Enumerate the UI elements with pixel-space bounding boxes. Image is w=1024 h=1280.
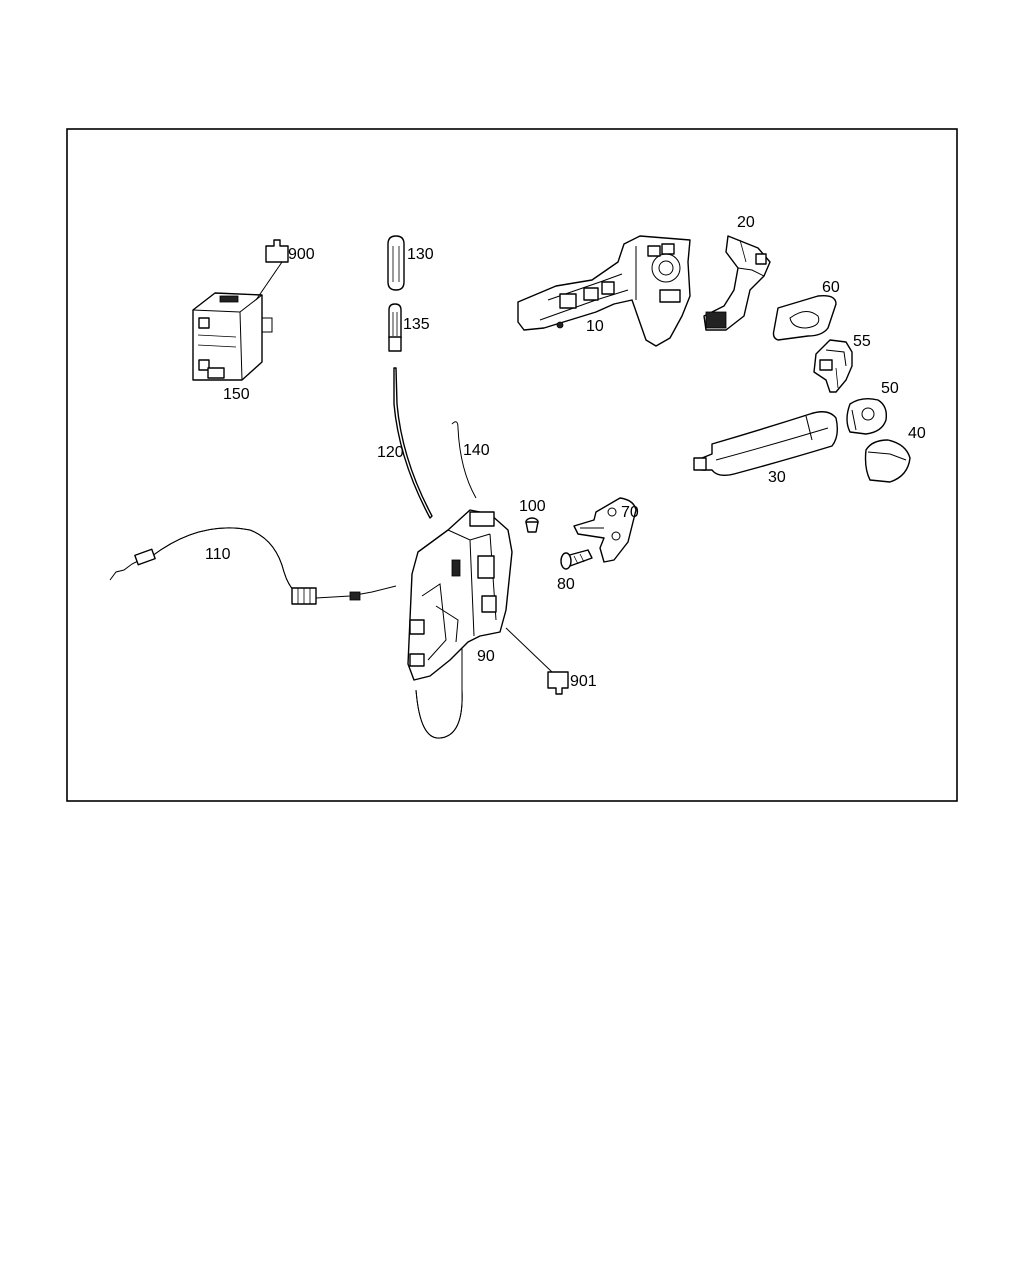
label-110: 110 bbox=[205, 546, 231, 563]
label-20: 20 bbox=[737, 214, 755, 231]
part-50-cap[interactable] bbox=[846, 397, 888, 435]
label-90: 90 bbox=[477, 648, 495, 665]
part-150-control-module[interactable] bbox=[192, 292, 273, 381]
label-10: 10 bbox=[586, 318, 604, 335]
part-70-striker[interactable] bbox=[573, 497, 637, 563]
label-50: 50 bbox=[881, 380, 899, 397]
label-100: 100 bbox=[519, 498, 546, 515]
part-10-handle-carrier[interactable] bbox=[517, 235, 691, 347]
label-135: 135 bbox=[403, 316, 430, 333]
label-130: 130 bbox=[407, 246, 434, 263]
part-120-rod[interactable] bbox=[393, 367, 433, 519]
part-40-end-cap[interactable] bbox=[864, 439, 911, 483]
part-20-bracket[interactable] bbox=[703, 235, 771, 331]
part-60-gasket[interactable] bbox=[772, 294, 837, 341]
part-90-door-lock[interactable] bbox=[407, 509, 513, 739]
label-140: 140 bbox=[463, 442, 490, 459]
label-55: 55 bbox=[853, 333, 871, 350]
tag-900-icon bbox=[265, 239, 289, 263]
part-80-bolt[interactable] bbox=[560, 549, 593, 570]
part-55-bracket[interactable] bbox=[813, 339, 853, 393]
label-80: 80 bbox=[557, 576, 575, 593]
diagram-frame bbox=[66, 128, 958, 802]
label-120: 120 bbox=[377, 444, 404, 461]
part-30-door-handle[interactable] bbox=[693, 411, 839, 477]
leader-900 bbox=[255, 261, 283, 301]
label-900: 900 bbox=[288, 246, 315, 263]
leader-901 bbox=[505, 627, 553, 673]
label-70: 70 bbox=[621, 504, 639, 521]
label-40: 40 bbox=[908, 425, 926, 442]
label-60: 60 bbox=[822, 279, 840, 296]
label-150: 150 bbox=[223, 386, 250, 403]
part-110-cable[interactable] bbox=[109, 527, 397, 605]
tag-901-icon bbox=[547, 671, 569, 695]
part-100-screw[interactable] bbox=[525, 517, 539, 533]
label-30: 30 bbox=[768, 469, 786, 486]
part-130-cap[interactable] bbox=[387, 235, 405, 291]
part-135-lock-cylinder[interactable] bbox=[388, 303, 402, 352]
label-901: 901 bbox=[570, 673, 597, 690]
part-140-rod[interactable] bbox=[451, 421, 477, 499]
